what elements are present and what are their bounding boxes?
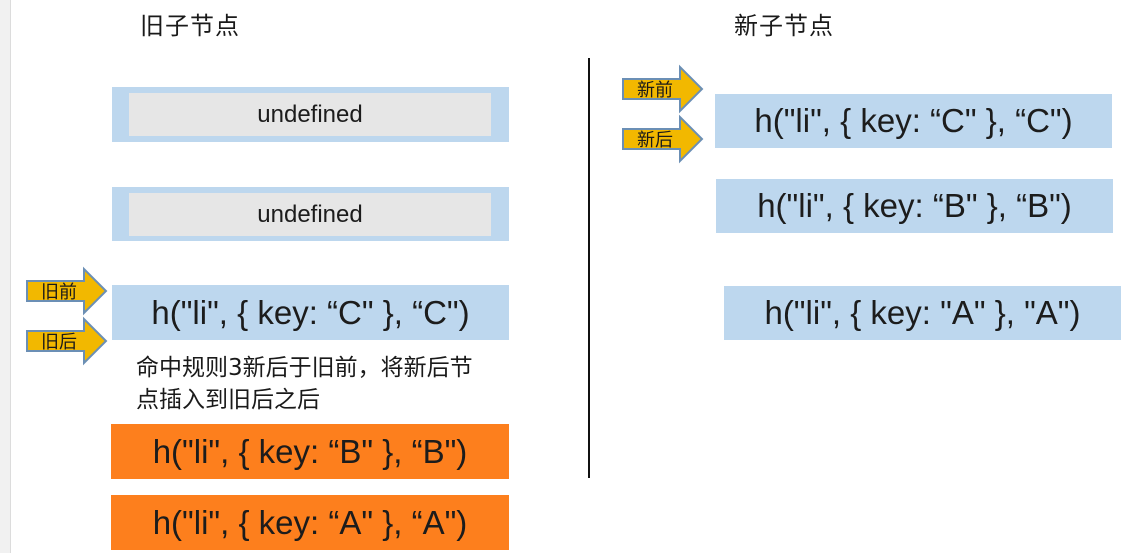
old-end-pointer: 旧后 — [26, 316, 108, 366]
old-start-pointer-label: 旧前 — [41, 282, 77, 303]
new-start-pointer-label: 新前 — [637, 80, 673, 101]
new-end-pointer-label: 新后 — [637, 130, 673, 151]
new-start-pointer: 新前 — [622, 64, 704, 114]
new-child-3: h("li", { key: "A" }, "A") — [724, 286, 1121, 340]
old-end-arrow-icon — [26, 316, 108, 366]
old-children-heading: 旧子节点 — [140, 12, 240, 40]
old-start-arrow-icon — [26, 266, 108, 316]
old-start-pointer: 旧前 — [26, 266, 108, 316]
old-child-4: h("li", { key: “B" }, “B") — [111, 424, 509, 479]
new-end-pointer: 新后 — [622, 114, 704, 164]
old-child-1: undefined — [112, 87, 509, 142]
left-margin-strip — [0, 0, 11, 553]
old-child-2-placeholder: undefined — [129, 193, 491, 236]
new-start-arrow-icon — [622, 64, 704, 114]
rule-note: 命中规则3新后于旧前，将新后节点插入到旧后之后 — [136, 355, 473, 413]
new-child-1: h("li", { key: “C" }, “C") — [715, 94, 1112, 148]
old-end-pointer-label: 旧后 — [41, 332, 77, 353]
old-child-2: undefined — [112, 187, 509, 241]
new-end-arrow-icon — [622, 114, 704, 164]
new-children-heading: 新子节点 — [734, 12, 834, 40]
old-child-5: h("li", { key: “A" }, “A") — [111, 495, 509, 550]
old-child-1-placeholder: undefined — [129, 93, 491, 136]
new-child-2: h("li", { key: “B" }, “B") — [716, 179, 1113, 233]
column-divider — [588, 58, 590, 478]
old-child-3: h("li", { key: “C" }, “C") — [112, 285, 509, 340]
